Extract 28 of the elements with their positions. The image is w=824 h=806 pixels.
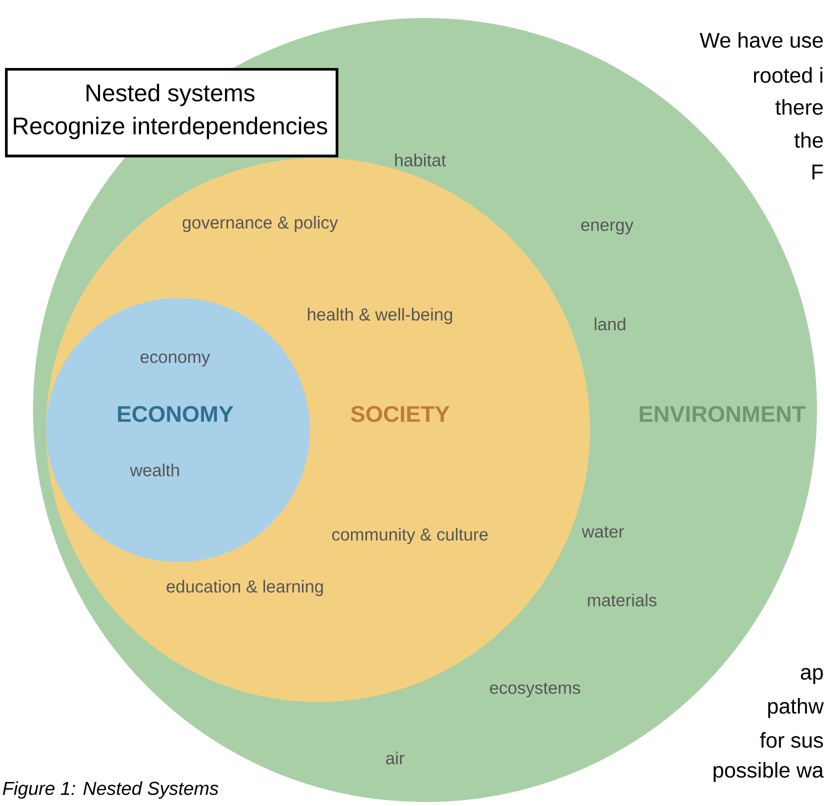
- body-text: for sus: [760, 732, 823, 748]
- circle-heading: SOCIETY: [350, 406, 450, 422]
- item-label: health & well-being: [308, 308, 452, 324]
- item-label: wealth: [130, 464, 179, 476]
- item-label: education & learning: [166, 580, 323, 596]
- body-text: the: [794, 132, 823, 148]
- item-label: habitat: [395, 154, 446, 166]
- body-text: pathw: [768, 698, 824, 718]
- item-label: materials: [588, 594, 657, 606]
- item-label: air: [386, 752, 404, 764]
- item-label: community & culture: [332, 528, 488, 544]
- caption: Figure 1: Nested Systems: [2, 781, 218, 799]
- heading-text: Nested systems: [86, 84, 254, 106]
- body-text: We have use: [700, 32, 823, 48]
- item-label: governance & policy: [182, 216, 338, 232]
- item-label: energy: [581, 222, 634, 234]
- circle-heading: ENVIRONMENT: [640, 406, 806, 422]
- heading-text: Recognize interdependencies: [14, 116, 328, 140]
- item-label: land: [594, 318, 626, 330]
- item-label: ecosystems: [490, 682, 580, 698]
- body-text: ap: [800, 668, 823, 684]
- item-label: economy: [140, 354, 210, 366]
- body-text: possible wa: [714, 762, 824, 782]
- body-text: there: [775, 99, 823, 115]
- body-text: rooted i: [754, 67, 822, 83]
- circle-heading: ECONOMY: [118, 406, 234, 422]
- item-label: water: [582, 526, 624, 538]
- body-text: F: [812, 164, 823, 180]
